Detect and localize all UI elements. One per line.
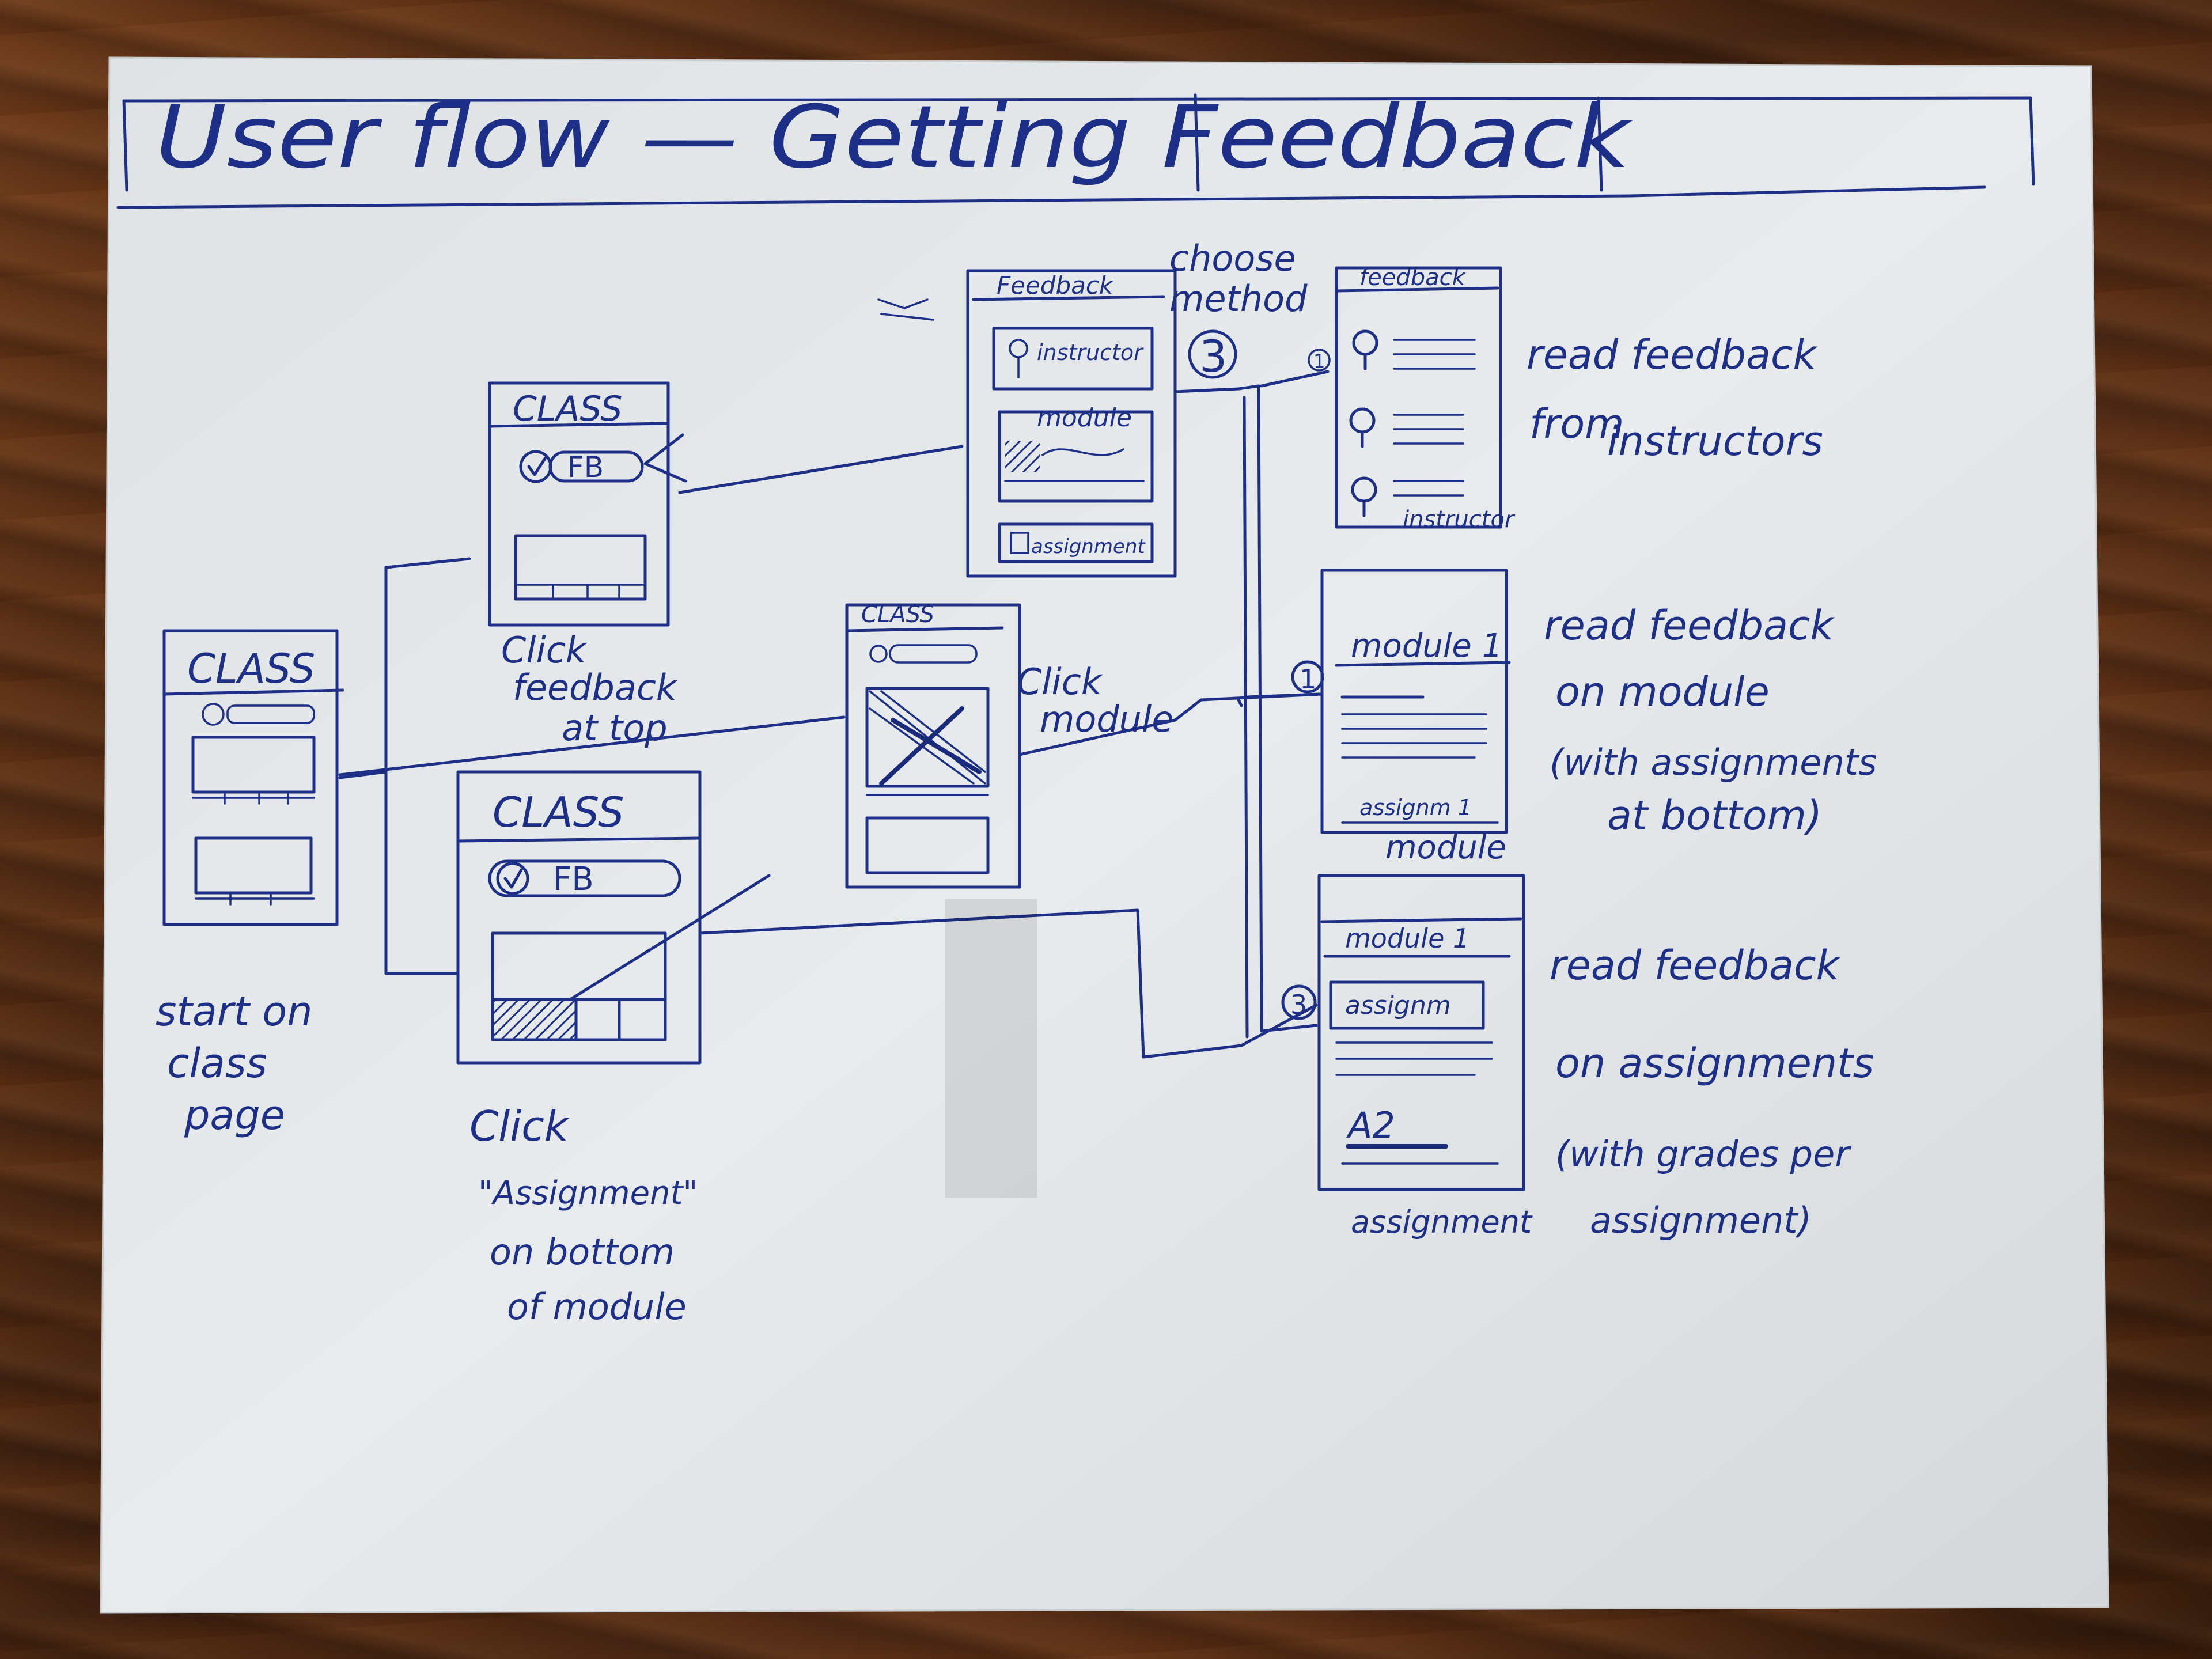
title-box: User flow — Getting Feedback xyxy=(116,88,2035,209)
svg-text:from: from xyxy=(1529,400,1624,448)
screen-assignment-row: assignm xyxy=(1345,991,1451,1020)
svg-text:page: page xyxy=(184,1092,285,1139)
badge-three-assignment: 3 xyxy=(1290,989,1307,1020)
annotation-read-assignment: read feedback on assignments (with grade… xyxy=(1550,942,1874,1241)
svg-text:assignment): assignment) xyxy=(1590,1199,1812,1241)
screen-feedback-top-header: CLASS xyxy=(513,389,622,429)
badge-one-module: 1 xyxy=(1300,664,1316,695)
method-item-instructor: instructor xyxy=(1037,340,1144,365)
screen-module-footer: assignm 1 xyxy=(1359,795,1472,820)
screen-choose-method-header: Feedback xyxy=(997,271,1114,300)
annotation-assignment-bottom: Click "Assignment" on bottom of module xyxy=(469,1102,698,1328)
screen-feedback-top: CLASS FB xyxy=(488,381,687,627)
screen-assignment-bottom-pill: FB xyxy=(553,861,594,898)
screen-choose-method: Feedback instructor module assignment xyxy=(877,269,1177,578)
svg-text:"Assignment": "Assignment" xyxy=(478,1175,698,1212)
annotation-choose-method: choose method xyxy=(1169,237,1308,320)
method-item-module: module xyxy=(1037,403,1132,433)
annotation-read-module: read feedback on module (with assignment… xyxy=(1544,602,1877,839)
svg-text:Click: Click xyxy=(469,1102,570,1150)
screen-assignment-bottom-header: CLASS xyxy=(493,788,624,836)
screen-assignment-below: assignment xyxy=(1351,1204,1533,1240)
screen-start-class: CLASS xyxy=(162,629,344,926)
annotation-start: start on class page xyxy=(156,988,312,1139)
svg-text:Click: Click xyxy=(501,629,588,671)
badge-one-instructor: 1 xyxy=(1313,350,1325,372)
screen-module-click: CLASS xyxy=(845,601,1021,889)
screen-instructor-result: feedback instructor xyxy=(1335,264,1516,533)
paper-bleed-through xyxy=(945,899,1037,1198)
annotation-feedback-top: Click feedback at top xyxy=(501,629,678,749)
method-item-assignment: assignment xyxy=(1031,535,1146,558)
svg-text:of module: of module xyxy=(507,1286,687,1328)
screen-module-below: module xyxy=(1385,829,1506,866)
svg-text:module: module xyxy=(1040,698,1173,740)
screen-module-click-header: CLASS xyxy=(861,601,934,628)
screen-assignment-result: module 1 assignm A2 assignment xyxy=(1317,874,1533,1240)
screen-assignment-grade: A2 xyxy=(1346,1104,1395,1146)
svg-text:on module: on module xyxy=(1555,668,1770,715)
svg-text:start on: start on xyxy=(156,988,312,1035)
svg-text:read feedback: read feedback xyxy=(1550,942,1840,989)
annotation-module-click: Click module xyxy=(1017,661,1173,740)
flow-badges: 3 1 1 3 xyxy=(1188,329,1331,1020)
svg-text:method: method xyxy=(1169,278,1308,320)
screen-instructor-footer: instructor xyxy=(1403,506,1516,533)
svg-text:read feedback: read feedback xyxy=(1527,331,1817,378)
svg-text:choose: choose xyxy=(1169,237,1296,279)
badge-three-method: 3 xyxy=(1199,331,1227,382)
svg-text:(with grades per: (with grades per xyxy=(1555,1133,1851,1175)
screen-start-header: CLASS xyxy=(187,645,315,692)
annotation-read-instructor: read feedback from instructors xyxy=(1527,331,1823,465)
svg-text:instructors: instructors xyxy=(1607,418,1823,465)
screen-assignment-bottom: CLASS FB xyxy=(456,770,771,1065)
svg-text:at top: at top xyxy=(562,707,668,749)
paper-sheet xyxy=(100,56,2109,1614)
svg-text:read feedback: read feedback xyxy=(1544,602,1835,649)
screen-module-result: module 1 assignm 1 module xyxy=(1320,569,1511,866)
svg-text:Click: Click xyxy=(1017,661,1103,703)
screen-module-header: module 1 xyxy=(1351,627,1502,665)
svg-text:at bottom): at bottom) xyxy=(1607,792,1822,839)
screen-instructor-header: feedback xyxy=(1359,264,1467,291)
svg-text:on bottom: on bottom xyxy=(490,1231,675,1273)
screen-assignment-header: module 1 xyxy=(1345,923,1469,954)
screen-feedback-top-pill: FB xyxy=(567,450,604,484)
svg-text:feedback: feedback xyxy=(513,666,678,709)
svg-text:(with assignments: (with assignments xyxy=(1550,741,1877,783)
flow-connectors xyxy=(338,370,1330,1059)
page-title: User flow — Getting Feedback xyxy=(156,88,1634,188)
svg-text:class: class xyxy=(167,1040,267,1087)
svg-text:on assignments: on assignments xyxy=(1555,1040,1874,1087)
